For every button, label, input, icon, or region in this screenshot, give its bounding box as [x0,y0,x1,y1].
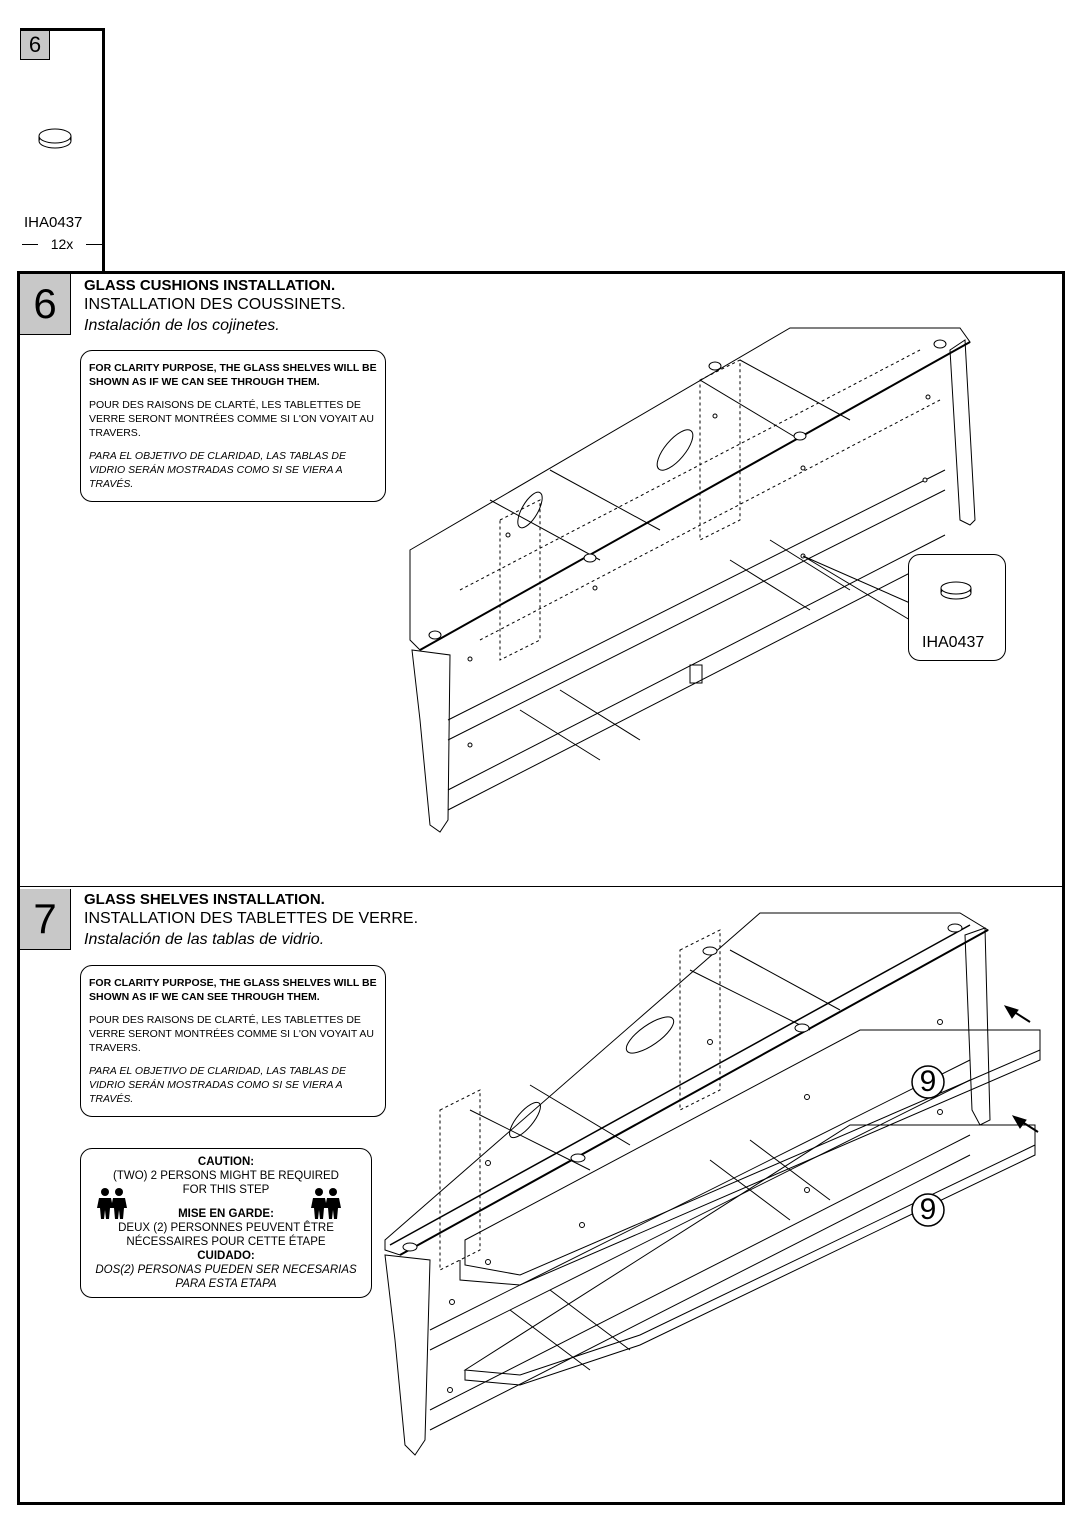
caution-text-fr: DEUX (2) PERSONNES PEUVENT ÊTRE NÉCESSAI… [118,1222,334,1248]
step-7-title-fr: INSTALLATION DES TABLETTES DE VERRE. [84,910,419,927]
step-7-number: 7 [20,889,71,950]
step-divider [20,886,1062,887]
step-6-tv-stand-drawing [409,327,976,833]
hardware-box [20,28,105,271]
note-fr: POUR DES RAISONS DE CLARTÉ, LES TABLETTE… [89,399,374,439]
caution-heading-en: CAUTION: [197,1156,255,1168]
caution-heading-fr: MISE EN GARDE: [178,1208,274,1220]
step-6-title-en: GLASS CUSHIONS INSTALLATION. [84,277,336,294]
caution-text-en: (TWO) 2 PERSONS MIGHT BE REQUIRED FOR TH… [113,1170,339,1196]
two-persons-icon [97,1188,127,1219]
instructions-frame [17,271,1065,1505]
step-7-clarity-note: FOR CLARITY PURPOSE, THE GLASS SHELVES W… [80,965,386,1117]
two-persons-icon [311,1188,341,1219]
hardware-quantity: 12x [22,236,102,252]
step-7-tv-stand-drawing [384,912,1041,1456]
step-6-number: 6 [20,274,71,335]
caution-box: CAUTION: (TWO) 2 PERSONS MIGHT BE REQUIR… [80,1148,372,1298]
hardware-step-number: 6 [20,30,50,60]
caution-heading-es: CUIDADO: [197,1250,255,1262]
step-7-title-es: Instalación de las tablas de vidrio. [84,931,325,948]
step-7-title-en: GLASS SHELVES INSTALLATION. [84,891,325,908]
cushion-callout-code: IHA0437 [922,634,985,651]
hardware-code: IHA0437 [24,214,83,231]
note-es: PARA EL OBJETIVO DE CLARIDAD, LAS TABLAS… [89,1065,346,1105]
note-en: FOR CLARITY PURPOSE, THE GLASS SHELVES W… [89,362,377,388]
step-6-title-es: Instalación de los cojinetes. [84,317,280,334]
part-label-9-lower: 9 [919,1193,937,1226]
glass-cushion-icon [38,128,72,149]
caution-text-es: DOS(2) PERSONAS PUEDEN SER NECESARIAS PA… [95,1264,357,1290]
step-6-title-fr: INSTALLATION DES COUSSINETS. [84,296,346,313]
note-es: PARA EL OBJETIVO DE CLARIDAD, LAS TABLAS… [89,450,346,490]
part-9-circle [911,1193,945,1227]
part-9-circle [911,1065,945,1099]
note-en: FOR CLARITY PURPOSE, THE GLASS SHELVES W… [89,977,377,1003]
cushion-callout [908,554,1006,661]
part-label-9-upper: 9 [919,1065,937,1098]
step-6-clarity-note: FOR CLARITY PURPOSE, THE GLASS SHELVES W… [80,350,386,502]
cushion-callout-icon [940,581,972,600]
note-fr: POUR DES RAISONS DE CLARTÉ, LES TABLETTE… [89,1014,374,1054]
